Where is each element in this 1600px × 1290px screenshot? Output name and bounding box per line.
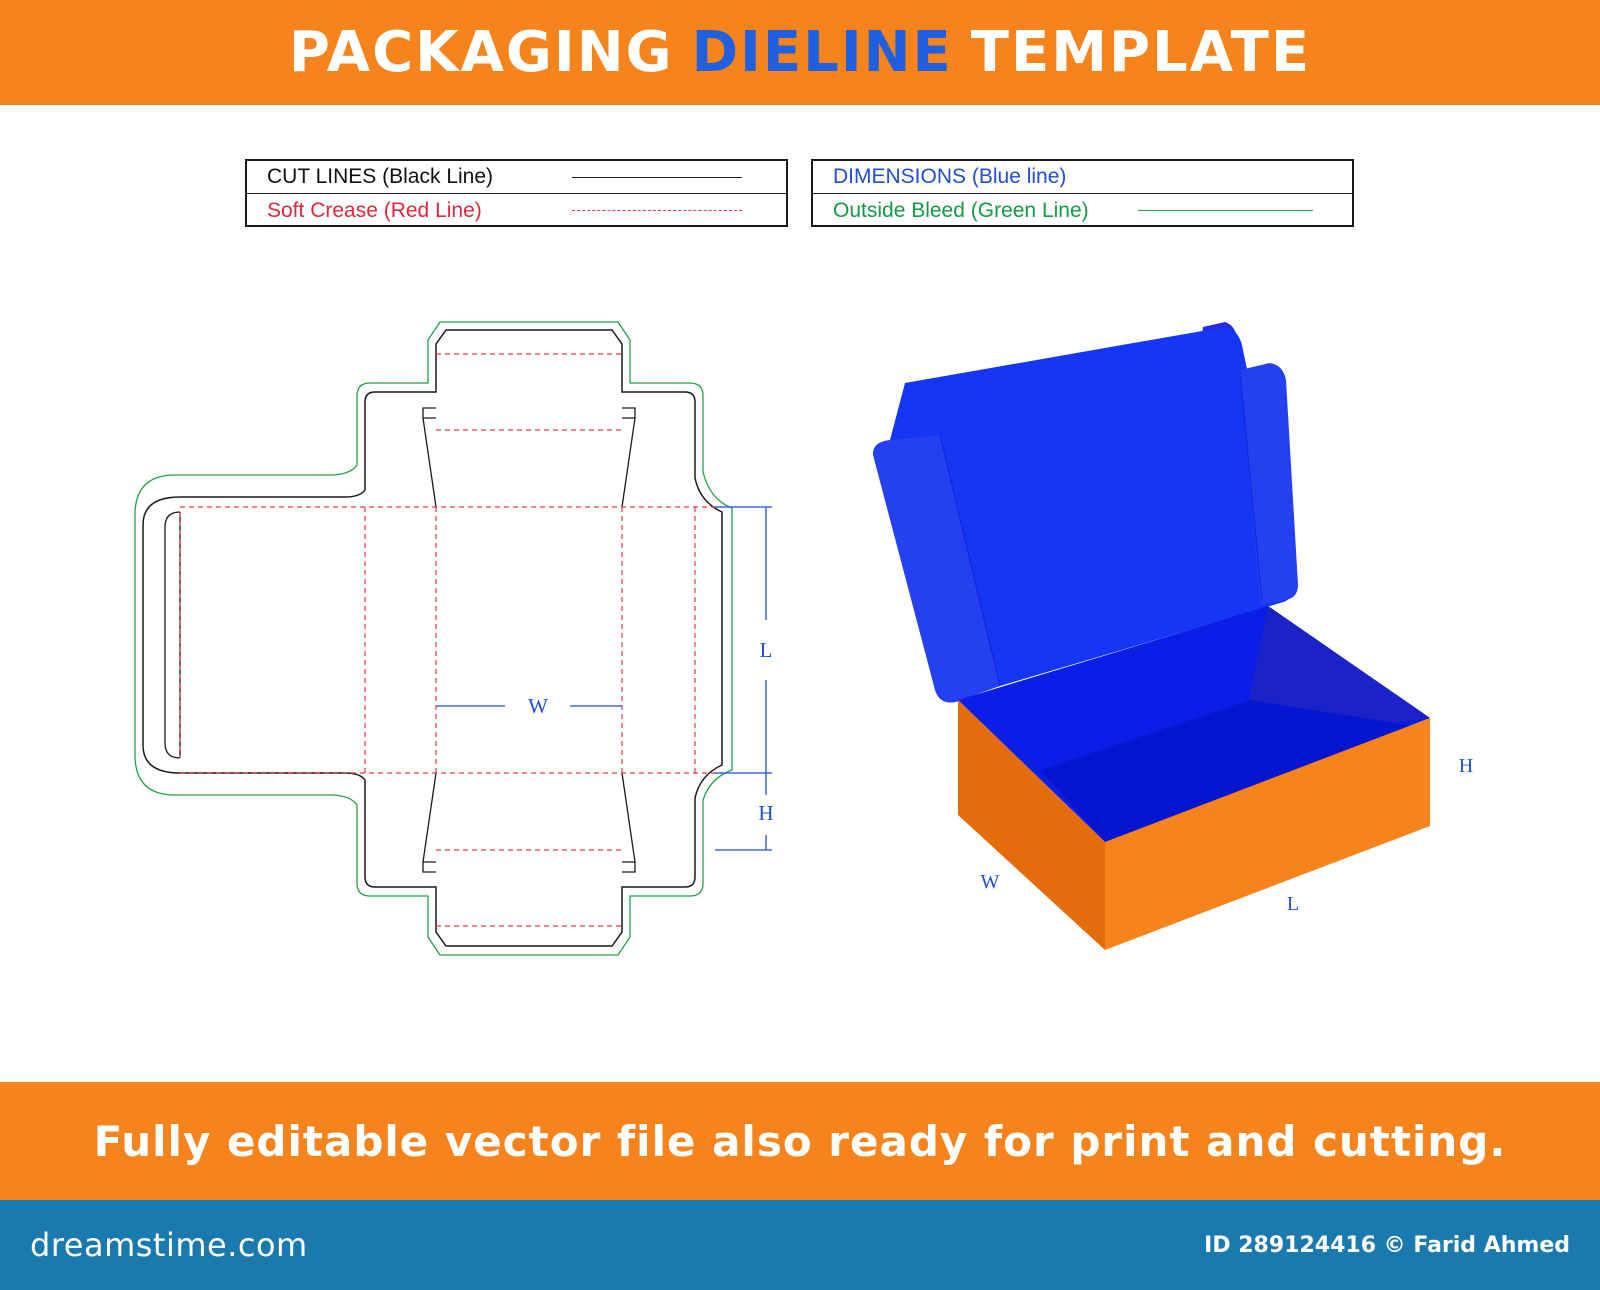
bleed-line-sample xyxy=(1138,210,1313,211)
box-3d: W L H xyxy=(872,322,1473,950)
legend-dimensions-row: DIMENSIONS (Blue line) xyxy=(813,161,1352,194)
legend-cut-lines-label: CUT LINES (Black Line) xyxy=(267,165,494,188)
dieline-dimensions xyxy=(436,506,772,851)
crease-line-sample xyxy=(572,210,742,211)
cut-outline xyxy=(142,329,723,947)
dieline-l-label: L xyxy=(760,638,773,662)
box-l-label: L xyxy=(1287,893,1299,915)
legend-outside-bleed-label: Outside Bleed (Green Line) xyxy=(833,198,1089,222)
title-template: TEMPLATE xyxy=(970,20,1312,85)
dieline-w-label: W xyxy=(528,694,548,718)
legend-dimensions-label: DIMENSIONS (Blue line) xyxy=(833,165,1067,188)
legend-left: CUT LINES (Black Line) Soft Crease (Red … xyxy=(245,159,788,227)
footer: dreamstime.com ID 289124416 © Farid Ahme… xyxy=(0,1200,1600,1290)
box-front-side xyxy=(1105,718,1430,950)
box-left-side xyxy=(958,700,1105,950)
dieline-h-label: H xyxy=(758,801,773,825)
dieline: W L H xyxy=(134,321,774,956)
footer-logo[interactable]: dreamstime.com xyxy=(30,1226,308,1264)
legend-cut-lines-row: CUT LINES (Black Line) xyxy=(247,161,786,194)
legend-soft-crease-label: Soft Crease (Red Line) xyxy=(267,198,482,222)
crease-lines xyxy=(179,353,722,927)
bleed-outline xyxy=(134,321,733,956)
banner-title: PACKAGING DIELINE TEMPLATE xyxy=(289,20,1311,85)
box-lid-side-flap-left xyxy=(872,435,1000,703)
flap-cut-details xyxy=(164,407,636,873)
box-w-label: W xyxy=(981,871,1000,893)
legend-right: DIMENSIONS (Blue line) Outside Bleed (Gr… xyxy=(811,159,1354,227)
bottom-banner: Fully editable vector file also ready fo… xyxy=(0,1082,1600,1200)
box-interior-floor xyxy=(1040,700,1415,842)
legend-soft-crease-row: Soft Crease (Red Line) xyxy=(247,194,786,227)
top-banner: PACKAGING DIELINE TEMPLATE xyxy=(0,0,1600,105)
tagline: Fully editable vector file also ready fo… xyxy=(93,1116,1507,1166)
box-h-label: H xyxy=(1459,755,1473,777)
cut-line-sample xyxy=(572,177,742,178)
diagram-stage: W L H W L H xyxy=(134,321,1473,956)
box-lid-side-flap-right xyxy=(1240,363,1298,605)
footer-credit: ID 289124416 © Farid Ahmed xyxy=(1204,1232,1570,1258)
title-dieline: DIELINE xyxy=(691,20,953,85)
title-packaging: PACKAGING xyxy=(288,20,674,85)
legend-outside-bleed-row: Outside Bleed (Green Line) xyxy=(813,194,1352,227)
